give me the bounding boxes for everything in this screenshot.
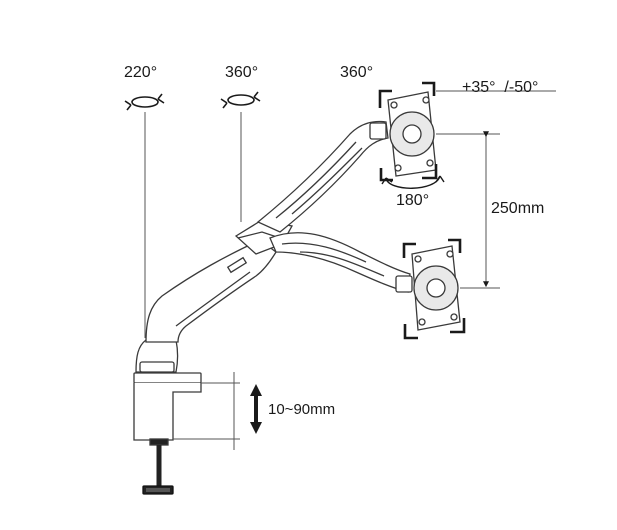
clamp-dimension [173, 372, 262, 450]
elbow-rotation-icon [220, 91, 261, 109]
upper-gas-spring-arm [256, 120, 389, 233]
upper-vesa-plate [387, 91, 437, 177]
lower-tilt-arrows-icon [402, 238, 466, 340]
tilt-label: +35° /-50° [462, 79, 539, 96]
head-rotation-label: 360° [340, 64, 374, 81]
lower-arm [145, 239, 277, 343]
base-rotation-label: 220° [124, 64, 158, 81]
desk-clamp [133, 372, 202, 495]
base-post [135, 339, 179, 373]
base-rotation-icon [124, 93, 165, 111]
height-adjust-label: 250mm [491, 200, 545, 217]
upper-tilt-arrows-icon [378, 81, 438, 182]
swivel-label: 180° [396, 192, 430, 209]
swivel-arrow-icon [381, 175, 445, 189]
lower-vesa-plate [411, 245, 461, 331]
lower-gas-spring-arm [269, 232, 413, 293]
clamp-range-label: 10~90mm [268, 401, 336, 418]
height-dimension [436, 131, 500, 289]
rotation-axes [144, 112, 242, 338]
elbow-rotation-label: 360° [225, 64, 259, 81]
